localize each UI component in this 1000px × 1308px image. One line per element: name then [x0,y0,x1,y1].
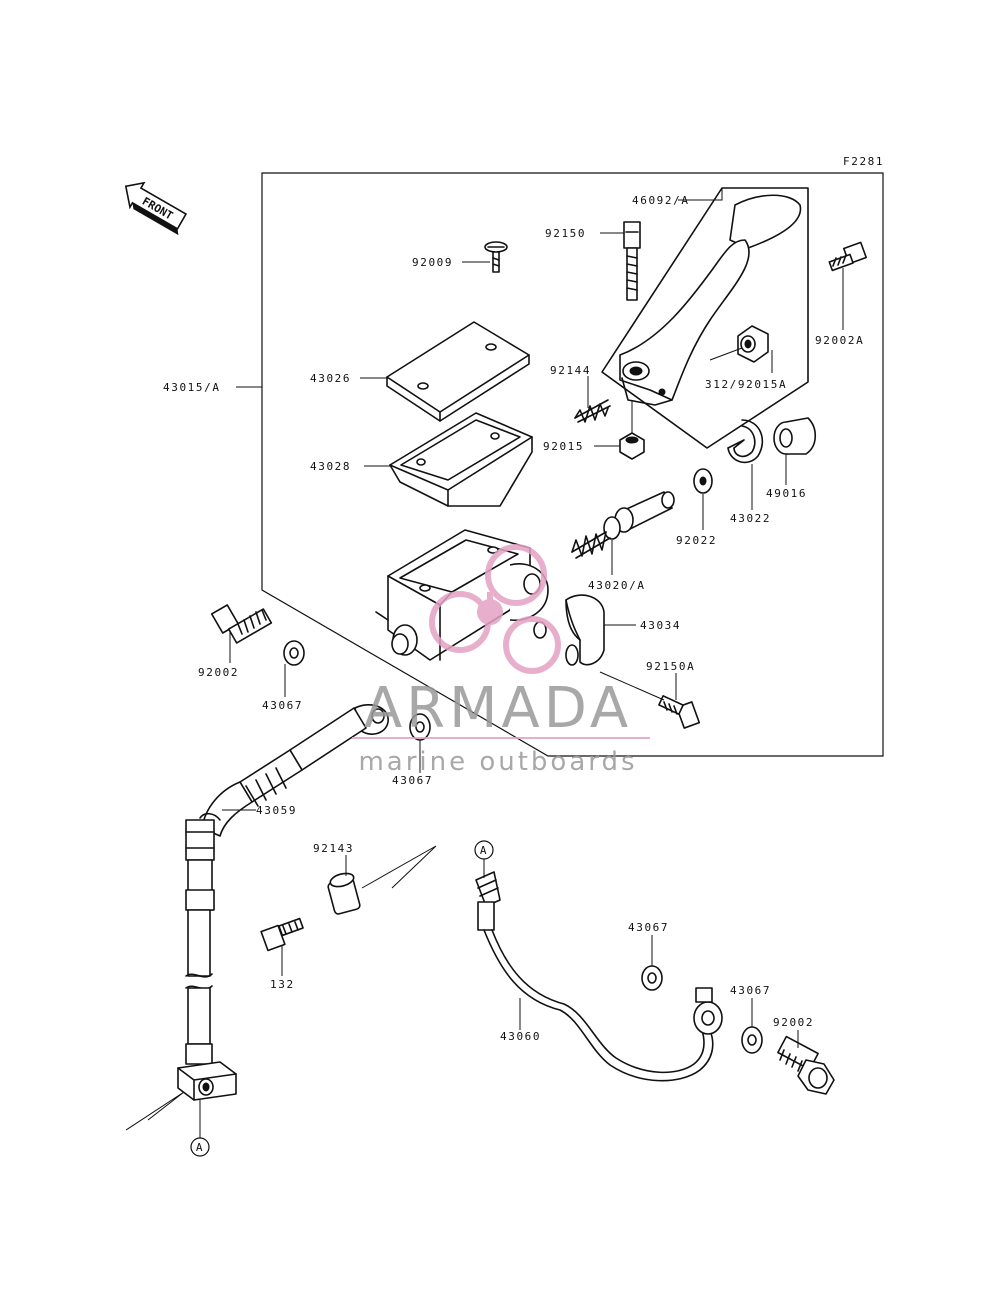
diaphragm-43028 [389,412,533,507]
ref-mark-a-bottom: A [190,1137,210,1157]
label-43067-left: 43067 [262,699,303,712]
collar-92143 [327,872,361,915]
label-92015: 92015 [543,440,584,453]
nut-312-92015a [737,325,769,363]
label-43067-right1: 43067 [628,921,669,934]
label-92009: 92009 [412,256,453,269]
label-46092a: 46092/A [632,194,690,207]
label-49016: 49016 [766,487,807,500]
banjo-bolt-92002-lower [777,1035,835,1095]
spring-92144 [574,399,611,423]
brake-hose-43059 [177,704,389,1101]
piston-kit-43020a [571,491,675,559]
bolt-92002a [828,241,867,272]
washer-43067-right2 [741,1026,763,1054]
label-43067-mid: 43067 [392,774,433,787]
washer-92022 [693,468,713,494]
label-43060: 43060 [500,1030,541,1043]
label-92022: 92022 [676,534,717,547]
pivot-bolt-92150 [623,221,641,301]
nut-92015 [619,432,645,460]
ref-mark-a-top: A [474,840,494,860]
washer-43067-right1 [641,965,663,991]
label-92150a: 92150A [646,660,695,673]
label-312-92015a: 312/92015A [705,378,787,391]
watermark: ARMADA marine outboards [352,544,650,777]
label-43022: 43022 [730,512,771,525]
watermark-brand: ARMADA [364,676,632,741]
bolt-132 [260,917,304,952]
label-92143: 92143 [313,842,354,855]
washer-43067-left [283,640,305,666]
part-labels: 46092/A 92150 92009 92002A 43015/A 43026… [163,194,864,1043]
svg-text:A: A [480,844,488,857]
label-92002-upper: 92002 [198,666,239,679]
watermark-tagline: marine outboards [358,747,637,777]
dust-boot-49016 [773,417,817,455]
circlip-43022 [727,419,764,464]
assembly-frame [261,172,884,757]
brake-pipe-43060 [475,871,723,1082]
banjo-bolt-92002-upper [210,604,273,644]
label-132: 132 [270,978,295,991]
label-43028: 43028 [310,460,351,473]
label-43034: 43034 [640,619,681,632]
bolt-92150a [658,695,701,729]
armada-logo-icon [429,544,561,674]
leader-lines [125,188,844,1138]
brake-lever [601,187,809,449]
label-92144: 92144 [550,364,591,377]
label-43067-right2: 43067 [730,984,771,997]
reservoir-cap-43026 [386,321,530,422]
label-43026: 43026 [310,372,351,385]
label-92002-lower: 92002 [773,1016,814,1029]
screw-92009 [484,241,508,273]
clamp-43034 [565,594,605,666]
label-43059: 43059 [256,804,297,817]
svg-text:A: A [196,1141,204,1154]
figure-code: F2281 [843,155,884,168]
label-43020a: 43020/A [588,579,646,592]
front-arrow-icon: FRONT [124,181,188,236]
label-92002a: 92002A [815,334,864,347]
label-92150: 92150 [545,227,586,240]
label-43015a: 43015/A [163,381,221,394]
